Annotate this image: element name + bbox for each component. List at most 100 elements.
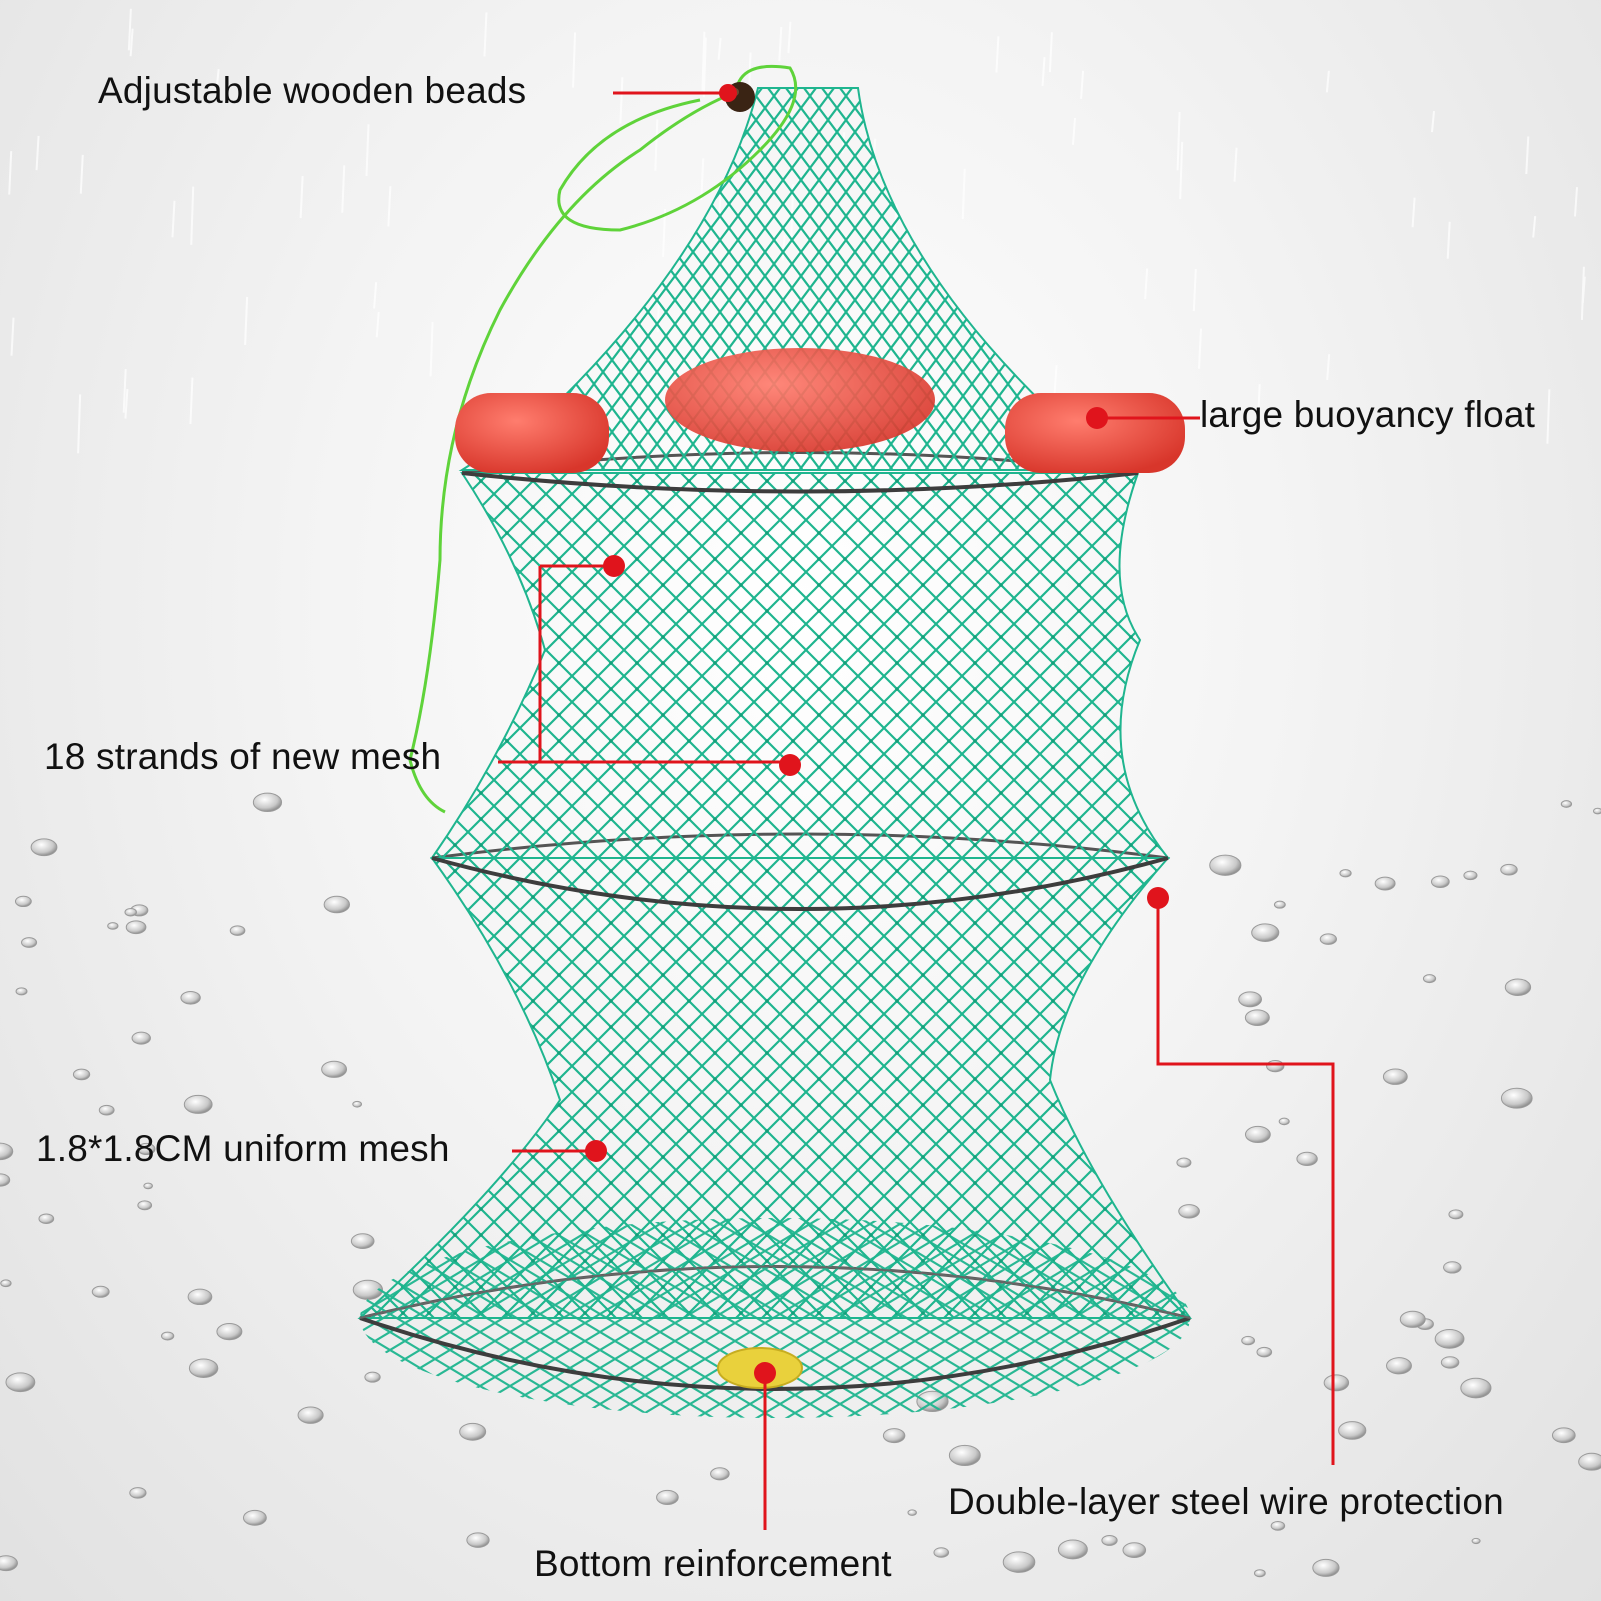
water-droplet: [1312, 1558, 1340, 1577]
water-droplet: [1244, 1125, 1271, 1144]
rain-streak: [572, 32, 577, 88]
water-droplet: [229, 925, 246, 936]
dot-beads: [719, 84, 737, 102]
water-droplet: [1592, 807, 1601, 815]
water-droplet: [5, 1372, 36, 1393]
water-droplet: [183, 1094, 213, 1114]
water-droplet: [907, 1509, 917, 1516]
label-large-buoyancy-float: large buoyancy float: [1200, 394, 1536, 435]
water-droplet: [1500, 1087, 1533, 1109]
water-droplet: [1448, 1209, 1464, 1220]
rain-streak: [124, 388, 129, 419]
dot-wire: [1147, 887, 1169, 909]
rain-streak: [122, 369, 127, 413]
label-double-layer-steel-wire: Double-layer steel wire protection: [948, 1481, 1504, 1522]
rain-streak: [1532, 215, 1537, 238]
water-droplet: [321, 1060, 348, 1078]
water-droplet: [1122, 1542, 1147, 1558]
water-droplet: [466, 1532, 490, 1548]
water-droplet: [1209, 854, 1242, 876]
water-droplet: [15, 987, 28, 996]
rain-streak: [190, 186, 195, 245]
rain-streak: [387, 186, 392, 227]
water-droplet: [1270, 1520, 1286, 1531]
water-droplet: [91, 1285, 110, 1298]
rain-streak: [961, 168, 966, 220]
water-droplet: [0, 1142, 14, 1161]
rain-streak: [1546, 389, 1551, 444]
dot-mesh-size: [585, 1140, 607, 1162]
water-droplet: [1434, 1329, 1465, 1349]
water-droplet: [0, 1555, 18, 1572]
rain-streak: [1071, 117, 1076, 145]
water-droplet: [1339, 869, 1352, 878]
label-18-strands-mesh: 18 strands of new mesh: [44, 736, 442, 777]
rain-streak: [717, 37, 722, 60]
water-droplet: [14, 895, 32, 908]
water-droplet: [137, 1200, 153, 1211]
water-droplet: [1273, 900, 1286, 909]
rain-streak: [373, 282, 378, 309]
label-adjustable-wooden-beads: Adjustable wooden beads: [98, 70, 527, 111]
water-droplet: [1251, 923, 1280, 942]
net-body: [357, 87, 1192, 1418]
rain-streak: [429, 321, 434, 377]
rain-streak: [171, 200, 176, 238]
rain-streak: [1581, 276, 1586, 303]
rain-streak: [375, 311, 380, 338]
water-droplet: [948, 1444, 981, 1466]
water-droplet: [1443, 1261, 1462, 1274]
rain-streak: [35, 135, 40, 171]
water-droplet: [131, 1031, 151, 1045]
rain-streak: [1080, 70, 1085, 99]
water-droplet: [1578, 1452, 1601, 1471]
rain-streak: [1525, 136, 1530, 175]
water-droplet: [1386, 1357, 1412, 1375]
rain-streak: [1179, 141, 1184, 200]
rain-streak: [1326, 354, 1331, 381]
water-droplet: [1422, 974, 1437, 984]
rain-streak: [341, 165, 346, 213]
water-droplet: [1253, 1569, 1266, 1578]
water-droplet: [1176, 1157, 1192, 1168]
steel-rims-front: [359, 471, 1191, 1391]
water-droplet: [180, 990, 201, 1005]
water-droplet: [352, 1100, 363, 1108]
water-droplet: [1296, 1151, 1318, 1167]
green-cord-loop: [557, 64, 798, 232]
water-droplet: [1463, 870, 1478, 881]
rain-streak: [244, 296, 249, 345]
rain-streak: [8, 151, 13, 195]
rain-streak: [215, 69, 220, 90]
water-droplet: [1319, 933, 1337, 945]
water-droplet: [0, 1173, 11, 1187]
rain-streak: [1256, 384, 1261, 427]
rain-streak: [365, 124, 370, 177]
dot-float: [1086, 407, 1108, 429]
water-droplet: [1323, 1374, 1350, 1392]
water-droplet: [1551, 1427, 1576, 1444]
water-droplet: [252, 792, 283, 812]
buoyancy-floats: [455, 348, 1185, 473]
water-droplet: [107, 922, 119, 930]
rain-streak: [701, 31, 706, 91]
water-droplet: [0, 1279, 12, 1288]
water-droplet: [1101, 1534, 1118, 1546]
water-droplet: [323, 895, 350, 914]
water-droplet: [98, 1104, 115, 1116]
rain-streak: [129, 28, 134, 57]
water-droplet: [72, 1068, 91, 1081]
rain-streak: [1041, 57, 1046, 87]
rain-streak: [299, 176, 304, 219]
rain-streak: [189, 377, 194, 425]
water-droplet: [1440, 1356, 1460, 1369]
rain-streak: [77, 394, 82, 454]
rain-streak: [1233, 147, 1238, 182]
water-droplet: [161, 1331, 175, 1341]
rain-streak: [662, 208, 667, 258]
rain-streak: [787, 21, 792, 54]
water-droplet: [1057, 1539, 1088, 1560]
water-droplet: [187, 1288, 213, 1306]
rain-streak: [700, 158, 705, 201]
